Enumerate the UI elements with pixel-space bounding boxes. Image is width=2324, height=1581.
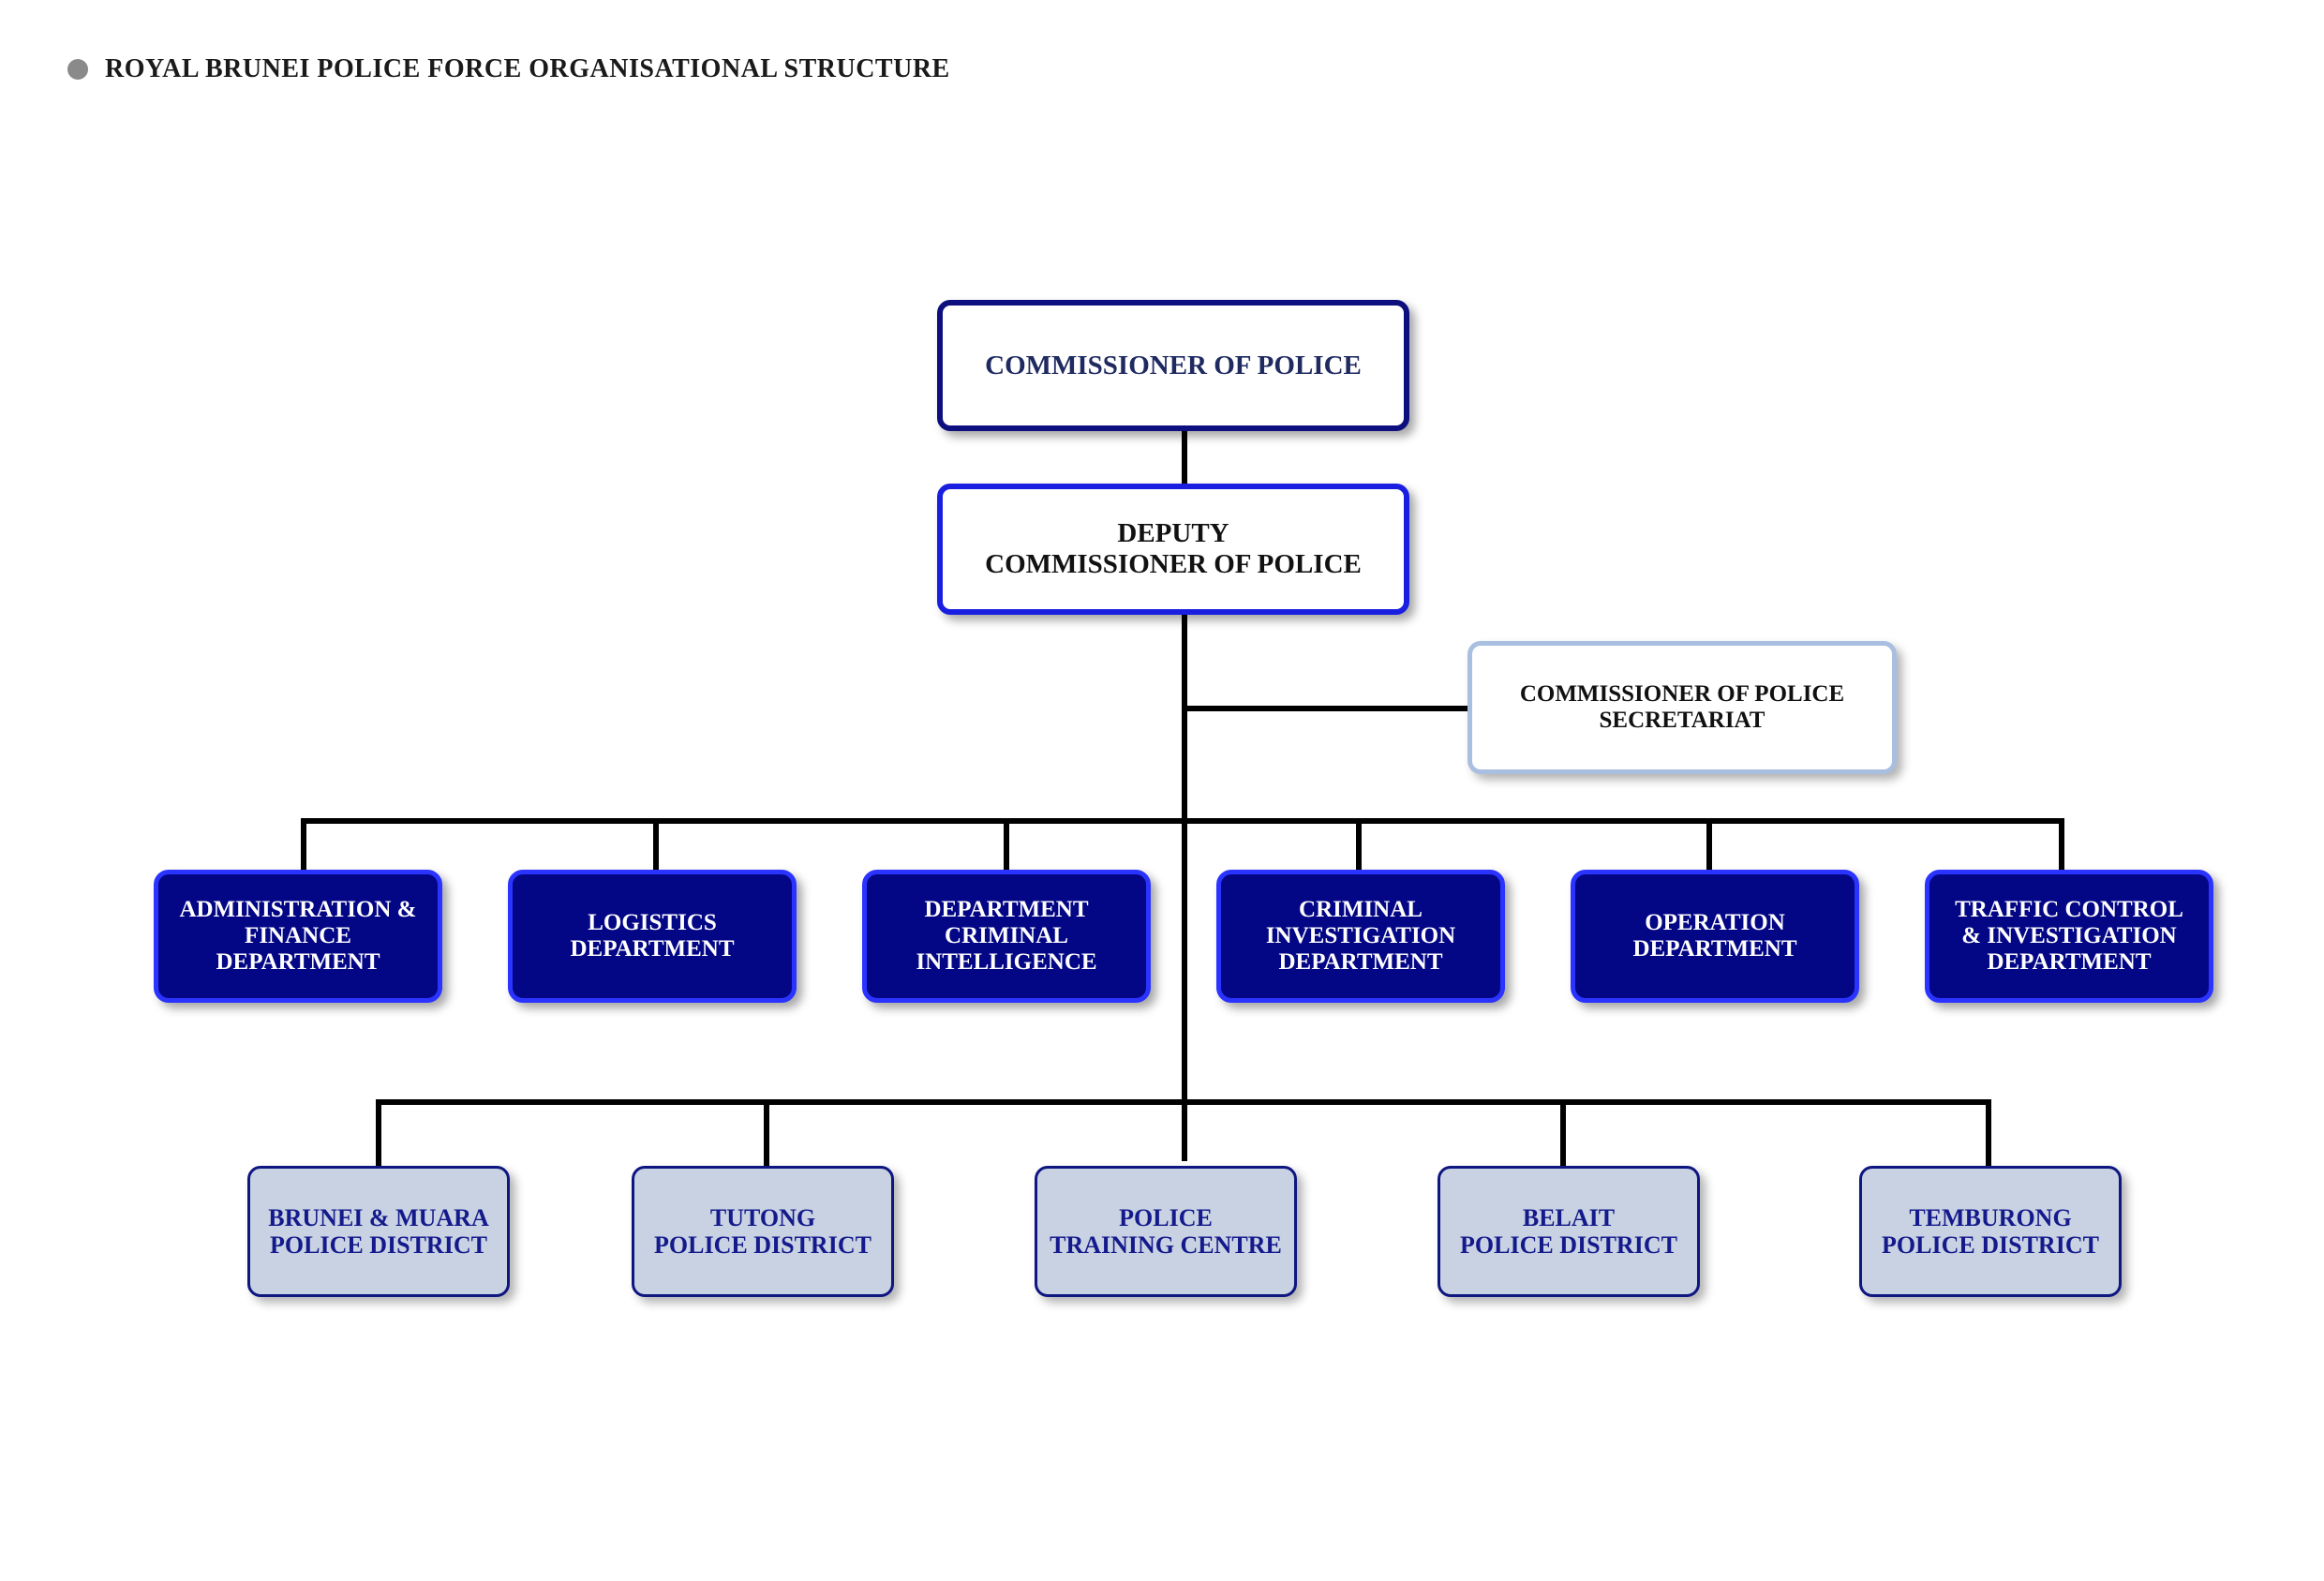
district-temburong: TEMBURONG POLICE DISTRICT: [1859, 1166, 2122, 1297]
department-traffic-control: TRAFFIC CONTROL & INVESTIGATION DEPARTME…: [1925, 870, 2213, 1003]
district-brunei-muara: BRUNEI & MUARA POLICE DISTRICT: [247, 1166, 510, 1297]
page-title: ROYAL BRUNEI POLICE FORCE ORGANISATIONAL…: [105, 54, 950, 83]
commissioner-box: COMMISSIONER OF POLICE: [937, 300, 1409, 431]
department-logistics: LOGISTICS DEPARTMENT: [508, 870, 797, 1003]
department-criminal-intelligence: DEPARTMENT CRIMINAL INTELLIGENCE: [862, 870, 1151, 1003]
department-operation: OPERATION DEPARTMENT: [1571, 870, 1859, 1003]
district-belait: BELAIT POLICE DISTRICT: [1438, 1166, 1700, 1297]
chart-header: ROYAL BRUNEI POLICE FORCE ORGANISATIONAL…: [67, 54, 950, 84]
bullet-icon: [67, 59, 88, 80]
police-training-centre: POLICE TRAINING CENTRE: [1035, 1166, 1297, 1297]
deputy-commissioner-box: DEPUTY COMMISSIONER OF POLICE: [937, 484, 1409, 615]
department-criminal-investigation: CRIMINAL INVESTIGATION DEPARTMENT: [1216, 870, 1505, 1003]
district-tutong: TUTONG POLICE DISTRICT: [632, 1166, 894, 1297]
department-admin-finance: ADMINISTRATION & FINANCE DEPARTMENT: [154, 870, 442, 1003]
secretariat-box: COMMISSIONER OF POLICE SECRETARIAT: [1467, 641, 1897, 774]
